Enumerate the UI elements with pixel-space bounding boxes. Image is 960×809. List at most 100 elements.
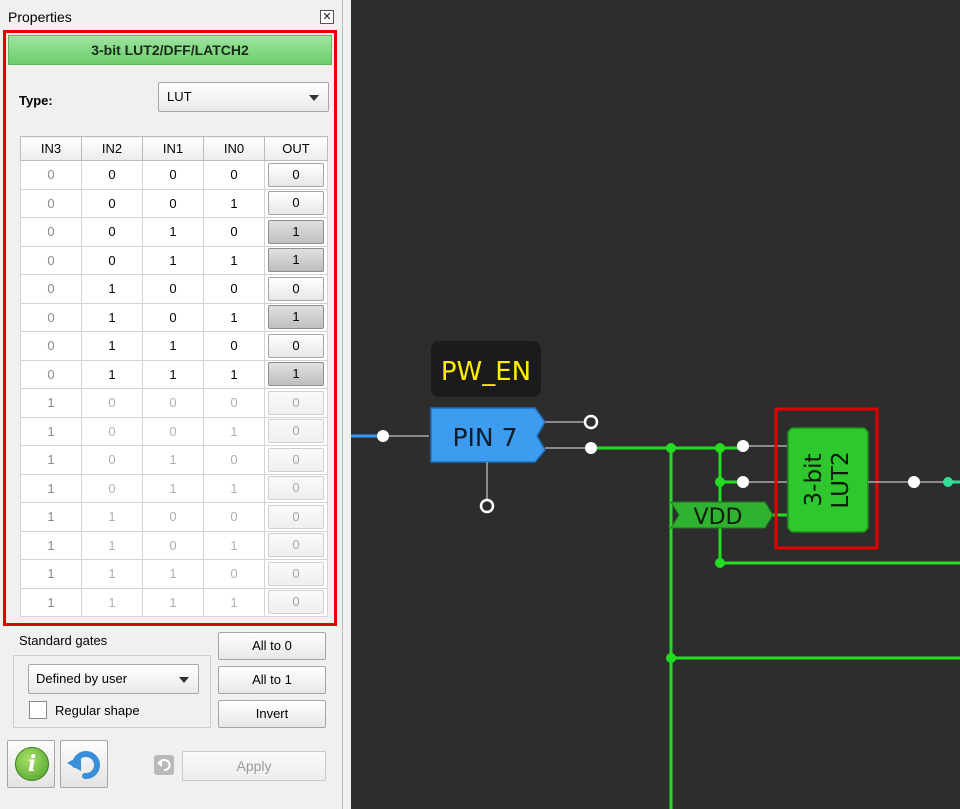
cell-in2: 1 [81, 502, 143, 532]
col-header-in0: IN0 [203, 136, 265, 161]
pin-7-block[interactable] [430, 407, 546, 463]
cell-out: 0 [264, 502, 328, 532]
undo-button[interactable] [60, 740, 108, 788]
lut2-highlight-box [774, 407, 879, 550]
cell-in3: 0 [20, 302, 82, 332]
cell-out: 0 [264, 274, 328, 304]
cell-in0: 0 [203, 331, 265, 361]
apply-button[interactable]: Apply [182, 751, 326, 781]
cell-in0: 0 [203, 445, 265, 475]
junction-dot [666, 653, 676, 663]
out-toggle-button[interactable]: 1 [268, 219, 324, 244]
junction-dot [715, 443, 725, 453]
chevron-down-icon [309, 95, 319, 101]
cell-in2: 0 [81, 473, 143, 503]
all-to-1-button[interactable]: All to 1 [218, 666, 326, 694]
cell-in3: 0 [20, 217, 82, 247]
out-toggle-button[interactable]: 0 [268, 590, 324, 615]
cell-in1: 1 [142, 559, 204, 589]
cell-in2: 1 [81, 302, 143, 332]
out-toggle-button[interactable]: 0 [268, 390, 324, 415]
cell-in1: 0 [142, 388, 204, 418]
out-toggle-button[interactable]: 0 [268, 561, 324, 586]
lut-port-in[interactable] [737, 440, 749, 452]
pin-port-bottom[interactable] [479, 498, 495, 514]
standard-gates-group [13, 655, 211, 728]
cell-in3: 1 [20, 559, 82, 589]
lut2-block[interactable] [787, 427, 869, 533]
net-label-pw-en[interactable]: PW_EN [441, 357, 531, 387]
cell-in1: 0 [142, 160, 204, 190]
cell-out: 0 [264, 445, 328, 475]
out-toggle-button[interactable]: 1 [268, 305, 324, 330]
out-toggle-button[interactable]: 0 [268, 276, 324, 301]
cell-in2: 0 [81, 245, 143, 275]
out-toggle-button[interactable]: 1 [268, 248, 324, 273]
cell-in0: 0 [203, 502, 265, 532]
col-header-in1: IN1 [142, 136, 204, 161]
cell-in3: 1 [20, 416, 82, 446]
out-toggle-button[interactable]: 0 [268, 162, 324, 187]
lut2-label-line1: 3-bit [801, 454, 827, 507]
cell-out: 0 [264, 416, 328, 446]
out-toggle-button[interactable]: 0 [268, 504, 324, 529]
out-toggle-button[interactable]: 0 [268, 447, 324, 472]
cell-in1: 0 [142, 502, 204, 532]
junction-dot [715, 558, 725, 568]
cell-in3: 0 [20, 245, 82, 275]
out-toggle-button[interactable]: 0 [268, 333, 324, 358]
cell-in0: 1 [203, 473, 265, 503]
standard-gates-select[interactable]: Defined by user [28, 664, 199, 694]
out-toggle-button[interactable]: 0 [268, 191, 324, 216]
junction-dot [666, 443, 676, 453]
cell-in0: 1 [203, 188, 265, 218]
cell-out: 1 [264, 302, 328, 332]
cell-in0: 0 [203, 274, 265, 304]
panel-header: Properties ✕ [0, 0, 343, 30]
type-select[interactable]: LUT [158, 82, 329, 112]
info-button[interactable]: i [7, 740, 55, 788]
pin-port-out[interactable] [585, 442, 597, 454]
out-toggle-button[interactable]: 0 [268, 533, 324, 558]
cell-in1: 1 [142, 473, 204, 503]
cell-in0: 1 [203, 416, 265, 446]
out-toggle-button[interactable]: 0 [268, 419, 324, 444]
lut-port-out[interactable] [908, 476, 920, 488]
regular-shape-label: Regular shape [55, 703, 140, 718]
block-title: 3-bit LUT2/DFF/LATCH2 [8, 35, 332, 65]
close-icon[interactable]: ✕ [320, 10, 334, 24]
connection-node[interactable] [377, 430, 389, 442]
vdd-block[interactable] [670, 501, 774, 529]
canvas-splitter[interactable] [343, 0, 351, 809]
regular-shape-checkbox[interactable] [29, 701, 47, 719]
all-to-0-button[interactable]: All to 0 [218, 632, 326, 660]
cell-in1: 0 [142, 530, 204, 560]
cell-out: 1 [264, 245, 328, 275]
small-undo-icon[interactable] [154, 755, 174, 775]
cell-in2: 0 [81, 445, 143, 475]
cell-in2: 0 [81, 388, 143, 418]
cell-in0: 0 [203, 217, 265, 247]
panel-title: Properties [8, 9, 72, 25]
output-node [943, 477, 953, 487]
schematic-canvas[interactable]: PW_EN PIN 7 VDD [351, 0, 960, 809]
cell-in2: 1 [81, 331, 143, 361]
cell-in0: 1 [203, 530, 265, 560]
vdd-label: VDD [694, 505, 743, 530]
pin-port-top[interactable] [583, 414, 599, 430]
out-toggle-button[interactable]: 1 [268, 362, 324, 387]
invert-button[interactable]: Invert [218, 700, 326, 728]
lut-port-in[interactable] [737, 476, 749, 488]
type-select-value: LUT [167, 89, 192, 104]
out-toggle-button[interactable]: 0 [268, 476, 324, 501]
